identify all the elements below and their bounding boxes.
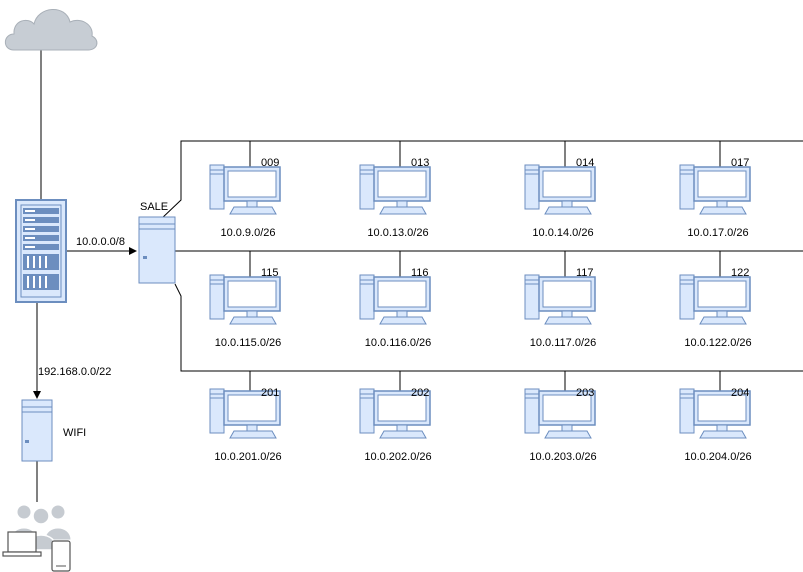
computer-014: 014 10.0.14.0/26 bbox=[524, 157, 596, 239]
desktop-pc-icon bbox=[679, 388, 751, 439]
computer-subnet-label: 10.0.115.0/26 bbox=[215, 337, 281, 349]
desktop-pc-icon bbox=[359, 164, 431, 215]
bus-line-row-1 bbox=[159, 140, 803, 221]
computer-subnet-label: 10.0.204.0/26 bbox=[684, 451, 751, 463]
computer-017: 017 10.0.17.0/26 bbox=[679, 157, 751, 239]
desktop-pc-icon bbox=[679, 274, 751, 325]
computer-subnet-label: 10.0.201.0/26 bbox=[214, 451, 281, 463]
desktop-pc-icon bbox=[209, 388, 281, 439]
computer-116: 116 10.0.116.0/26 bbox=[359, 267, 431, 349]
computer-id-label: 204 bbox=[731, 387, 749, 399]
users-devices-icon bbox=[2, 504, 72, 572]
computer-subnet-label: 10.0.122.0/26 bbox=[684, 337, 751, 349]
computer-subnet-label: 10.0.14.0/26 bbox=[532, 227, 593, 239]
computer-013: 013 10.0.13.0/26 bbox=[359, 157, 431, 239]
desktop-pc-icon bbox=[359, 388, 431, 439]
computer-202: 202 10.0.202.0/26 bbox=[359, 387, 432, 463]
desktop-pc-icon bbox=[524, 388, 596, 439]
computer-grid: 009 10.0.9.0/26 013 10.0.13.0/26 014 10.0.14.… bbox=[209, 157, 752, 463]
computer-id-label: 116 bbox=[411, 267, 429, 279]
sale-label: SALE bbox=[140, 201, 168, 213]
computer-id-label: 201 bbox=[261, 387, 279, 399]
computer-subnet-label: 10.0.203.0/26 bbox=[529, 451, 596, 463]
connections bbox=[33, 50, 803, 502]
desktop-pc-icon bbox=[209, 164, 281, 215]
computer-201: 201 10.0.201.0/26 bbox=[209, 387, 282, 463]
wifi-label: WIFI bbox=[63, 427, 86, 439]
computer-subnet-label: 10.0.117.0/26 bbox=[530, 337, 596, 349]
desktop-pc-icon bbox=[209, 274, 281, 325]
main-network-label: 10.0.0.0/8 bbox=[76, 236, 125, 248]
desktop-pc-icon bbox=[524, 164, 596, 215]
computer-subnet-label: 10.0.116.0/26 bbox=[365, 337, 431, 349]
computer-subnet-label: 10.0.17.0/26 bbox=[687, 227, 748, 239]
computer-122: 122 10.0.122.0/26 bbox=[679, 267, 752, 349]
computer-id-label: 122 bbox=[731, 267, 749, 279]
desktop-pc-icon bbox=[524, 274, 596, 325]
computer-203: 203 10.0.203.0/26 bbox=[524, 387, 597, 463]
desktop-pc-icon bbox=[359, 274, 431, 325]
computer-id-label: 115 bbox=[261, 267, 279, 279]
computer-117: 117 10.0.117.0/26 bbox=[524, 267, 596, 349]
computer-id-label: 203 bbox=[576, 387, 594, 399]
computer-subnet-label: 10.0.13.0/26 bbox=[367, 227, 428, 239]
computer-id-label: 014 bbox=[576, 157, 594, 169]
bus-drops bbox=[249, 141, 721, 391]
server-rack-icon bbox=[15, 199, 67, 303]
computer-id-label: 017 bbox=[731, 157, 749, 169]
desktop-pc-icon bbox=[679, 164, 751, 215]
computer-009: 009 10.0.9.0/26 bbox=[209, 157, 281, 239]
tower-wifi-icon bbox=[21, 399, 53, 462]
computer-204: 204 10.0.204.0/26 bbox=[679, 387, 752, 463]
computer-subnet-label: 10.0.9.0/26 bbox=[220, 227, 275, 239]
computer-115: 115 10.0.115.0/26 bbox=[209, 267, 281, 349]
tower-switch-icon bbox=[138, 216, 176, 284]
bus-line-row-3 bbox=[174, 283, 803, 372]
computer-id-label: 202 bbox=[411, 387, 429, 399]
computer-id-label: 009 bbox=[261, 157, 279, 169]
wifi-network-label: 192.168.0.0/22 bbox=[38, 366, 111, 378]
computer-subnet-label: 10.0.202.0/26 bbox=[364, 451, 431, 463]
computer-id-label: 013 bbox=[411, 157, 429, 169]
cloud-icon bbox=[4, 9, 98, 51]
computer-id-label: 117 bbox=[576, 267, 594, 279]
